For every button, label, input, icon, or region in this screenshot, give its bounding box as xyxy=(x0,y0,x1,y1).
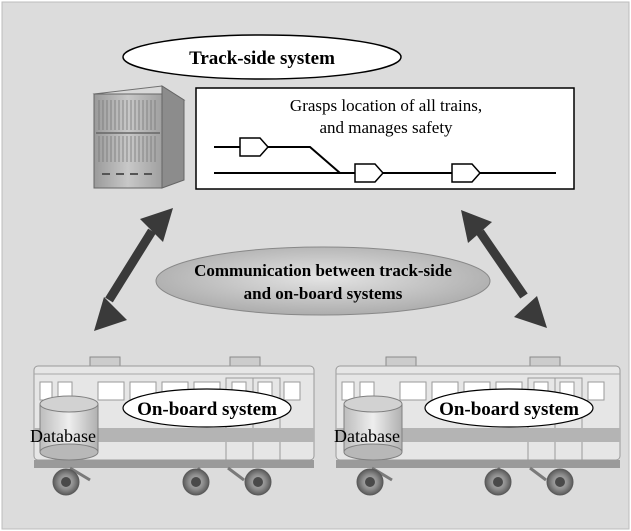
train-marker-1 xyxy=(239,137,270,157)
onboard-label-1: On-board system xyxy=(137,399,277,420)
server-cabinet-icon xyxy=(92,85,186,189)
database-label-2: Database xyxy=(334,426,400,446)
communication-line2: and on-board systems xyxy=(244,284,403,303)
panel-text-line1: Grasps location of all trains, xyxy=(290,96,482,115)
trackside-label-text: Track-side system xyxy=(189,48,335,69)
database-icon xyxy=(39,395,99,461)
train-car-2: Database On-board system xyxy=(334,356,621,496)
database-label-1: Database xyxy=(30,426,96,446)
train-car-1: Database On-board system xyxy=(30,356,315,496)
trackside-info-panel: Grasps location of all trains, and manag… xyxy=(195,87,575,190)
panel-text-line2: and manages safety xyxy=(319,118,453,137)
database-icon xyxy=(343,395,403,461)
communication-line1: Communication between track-side xyxy=(194,261,452,280)
communication-label: Communication between track-side and on-… xyxy=(155,246,491,316)
train-marker-3 xyxy=(451,163,482,183)
onboard-label-2: On-board system xyxy=(439,399,579,420)
trackside-system-label: Track-side system xyxy=(122,34,402,80)
communication-arrow-right xyxy=(461,210,547,328)
train-marker-2 xyxy=(354,163,385,183)
communication-arrow-left xyxy=(94,208,173,331)
